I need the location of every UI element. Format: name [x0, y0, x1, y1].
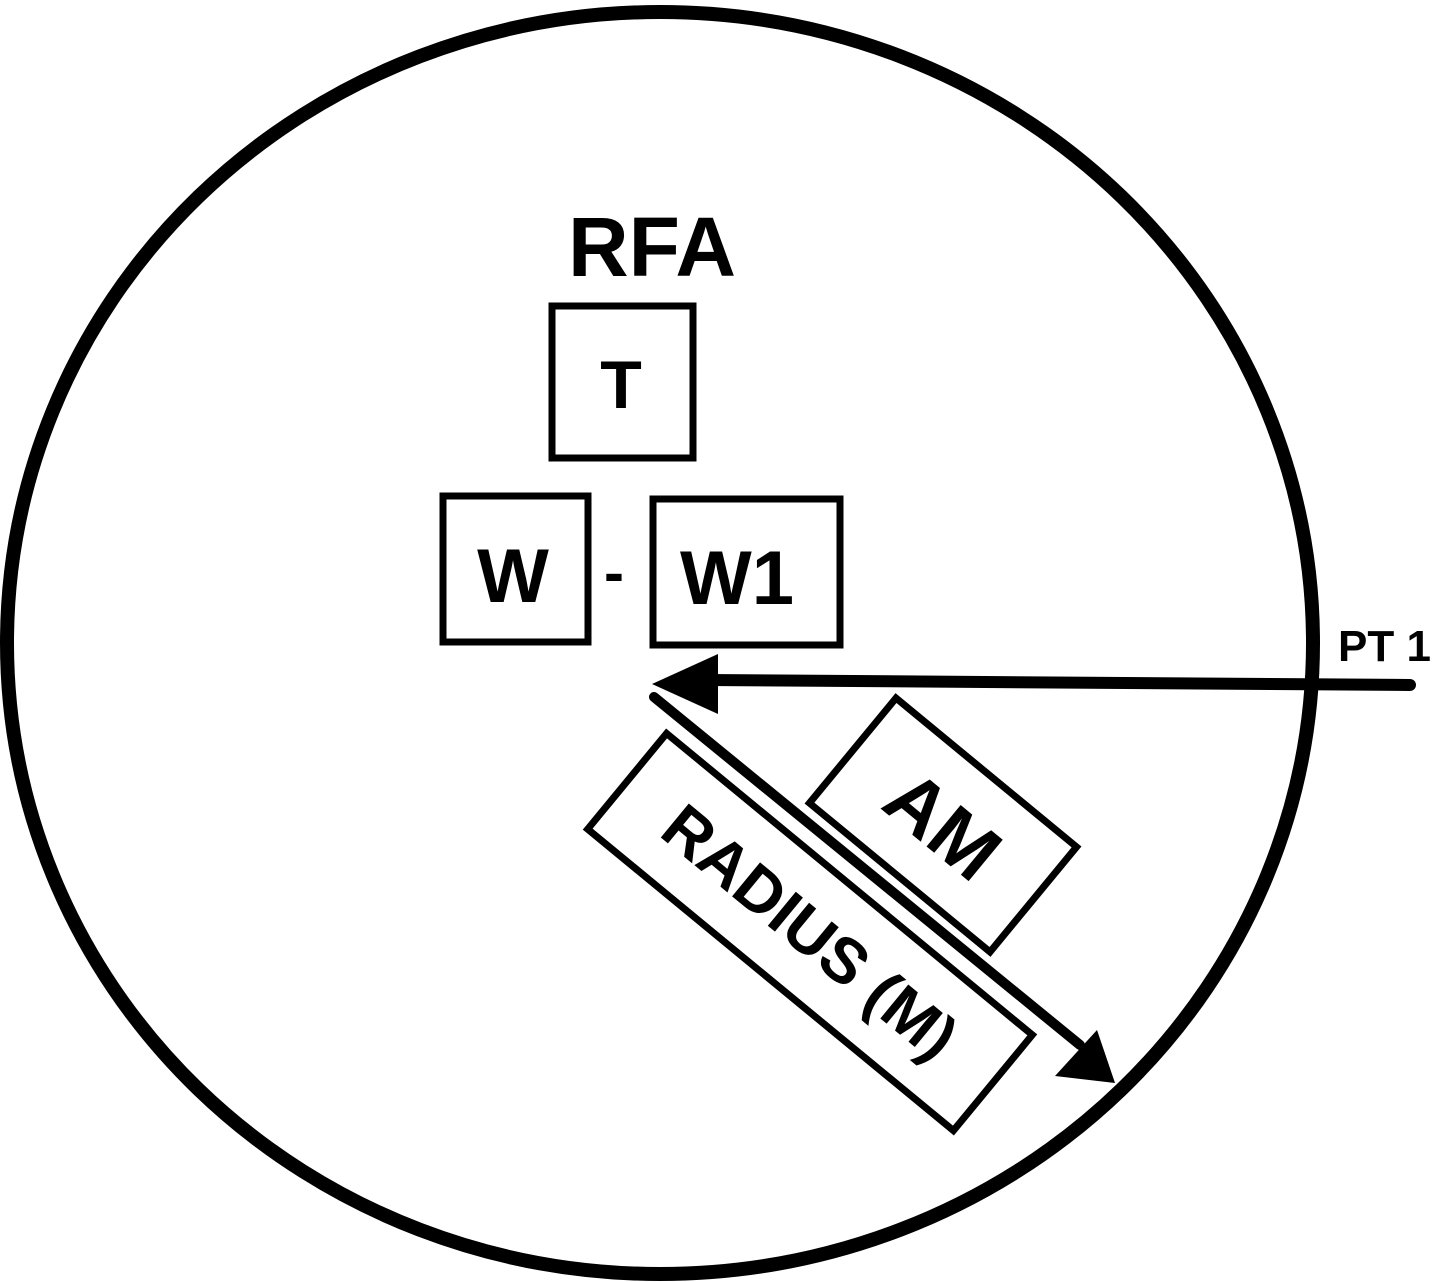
- box-separator: -: [604, 539, 624, 606]
- box-w-label: W: [477, 534, 549, 619]
- attitude-box: AM: [804, 693, 1082, 957]
- box-t-label: T: [600, 347, 642, 423]
- box-w1-frame: [649, 495, 844, 649]
- point-arrow-line: [699, 674, 1416, 691]
- radius-arrow-line: [649, 692, 1085, 1050]
- box-w1-label: W1: [680, 536, 794, 621]
- attitude-label: AM: [868, 752, 1018, 897]
- radius-box-frame: [582, 728, 1038, 1136]
- point-label: PT 1: [1338, 622, 1431, 671]
- attitude-box-frame: [804, 693, 1082, 957]
- box-w-frame: [439, 492, 592, 646]
- diagram-title: RFA: [568, 200, 736, 294]
- area-boundary-circle: [0, 5, 1320, 1281]
- radius-arrow-head: [1055, 1030, 1115, 1083]
- box-t-frame: [548, 302, 697, 462]
- point-arrow-head: [652, 654, 718, 714]
